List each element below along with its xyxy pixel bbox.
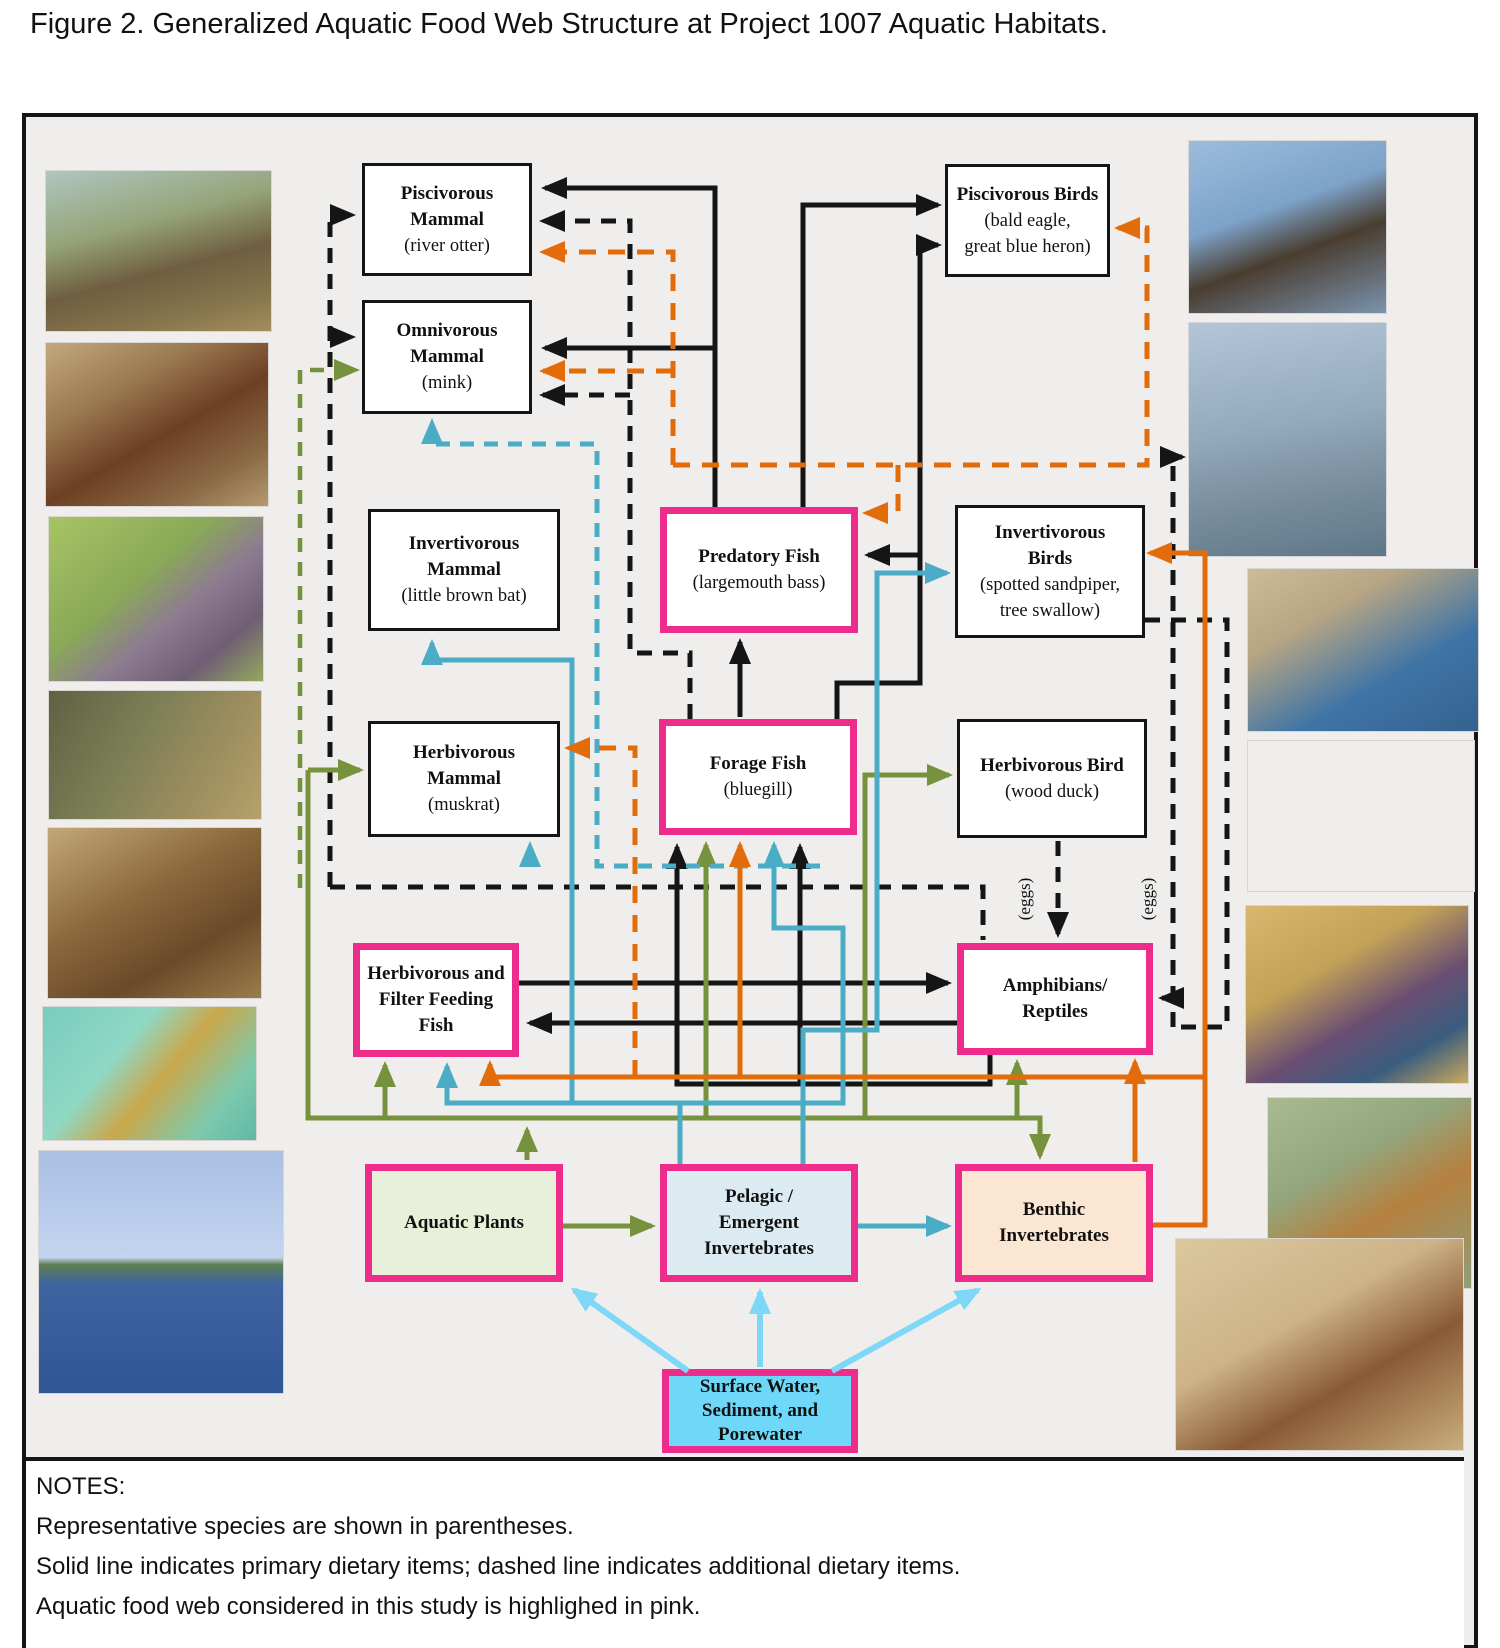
- photo-bluegill-school: [42, 1006, 257, 1141]
- photo-muskrat: [47, 827, 262, 999]
- node-label: Invertebrates: [999, 1225, 1109, 1246]
- node-herbivorous-mammal: Herbivorous Mammal (muskrat): [368, 721, 560, 837]
- node-label: Porewater: [717, 1424, 803, 1445]
- node-amphibians-reptiles: Amphibians/ Reptiles: [957, 943, 1153, 1055]
- photo-mink: [45, 342, 269, 507]
- node-omnivorous-mammal: Omnivorous Mammal (mink): [362, 300, 532, 414]
- node-label: Herbivorous and: [367, 963, 505, 984]
- node-benthic-invertebrates: Benthic Invertebrates: [955, 1164, 1153, 1282]
- node-label: Surface Water,: [699, 1376, 821, 1397]
- node-surface-water-sediment-porewater: Surface Water, Sediment, and Porewater: [662, 1369, 858, 1453]
- node-forage-fish: Forage Fish (bluegill): [659, 719, 857, 835]
- node-label: Reptiles: [1022, 1001, 1088, 1022]
- node-invertivorous-birds: Invertivorous Birds (spotted sandpiper, …: [955, 505, 1145, 638]
- node-label: Piscivorous: [400, 182, 494, 204]
- node-label: Emergent: [718, 1212, 800, 1233]
- node-species: great blue heron): [964, 236, 1091, 257]
- photo-largemouth-bass: [48, 690, 262, 820]
- node-label: Birds: [1027, 547, 1073, 569]
- node-label: Amphibians/: [1002, 975, 1108, 996]
- node-species: (bald eagle,: [984, 210, 1071, 231]
- node-species: (muskrat): [428, 795, 500, 815]
- photo-lake-habitat: [38, 1150, 284, 1394]
- node-species: (spotted sandpiper,: [979, 574, 1121, 595]
- node-label: Invertebrates: [704, 1238, 814, 1259]
- node-species: (largemouth bass): [692, 573, 826, 593]
- node-label: Mammal: [427, 768, 501, 789]
- node-label: Fish: [418, 1015, 454, 1036]
- node-piscivorous-mammal: Piscivorous Mammal (river otter): [362, 163, 532, 276]
- photo-wood-duck: [1245, 905, 1469, 1084]
- node-label: Herbivorous: [412, 742, 516, 763]
- node-pelagic-emergent-invertebrates: Pelagic / Emergent Invertebrates: [660, 1164, 858, 1282]
- node-species: (river otter): [404, 235, 490, 256]
- photo-tree-swallow: [1247, 740, 1475, 892]
- notes-panel: NOTES: Representative species are shown …: [26, 1457, 1464, 1648]
- figure-title: Figure 2. Generalized Aquatic Food Web S…: [30, 8, 1108, 40]
- photo-crayfish: [1175, 1238, 1464, 1451]
- node-herbivorous-bird: Herbivorous Bird (wood duck): [957, 719, 1147, 838]
- photo-great-blue-heron: [1188, 322, 1387, 557]
- eggs-annotation: (eggs): [1138, 877, 1157, 921]
- photo-spotted-sandpiper: [1247, 568, 1479, 732]
- node-label: Invertivorous: [408, 533, 520, 554]
- node-label: Mammal: [427, 559, 501, 580]
- node-label: Filter Feeding: [378, 989, 494, 1010]
- node-label: Sediment, and: [701, 1400, 819, 1421]
- node-label: Herbivorous Bird: [980, 754, 1124, 776]
- eggs-annotation: (eggs): [1015, 877, 1034, 921]
- node-herbivorous-filter-feeding-fish: Herbivorous and Filter Feeding Fish: [353, 943, 519, 1057]
- node-piscivorous-birds: Piscivorous Birds (bald eagle, great blu…: [945, 164, 1110, 277]
- node-label: Mammal: [410, 346, 484, 367]
- node-species: (bluegill): [723, 780, 793, 800]
- node-label: Mammal: [410, 208, 484, 230]
- node-species: (little brown bat): [401, 586, 527, 606]
- node-label: Aquatic Plants: [404, 1212, 524, 1233]
- notes-heading: NOTES:: [36, 1473, 126, 1500]
- node-label: Benthic: [1022, 1199, 1086, 1220]
- node-label: Invertivorous: [994, 521, 1106, 543]
- note-representative-species: Representative species are shown in pare…: [36, 1513, 574, 1540]
- node-invertivorous-mammal: Invertivorous Mammal (little brown bat): [368, 509, 560, 631]
- node-species: tree swallow): [999, 600, 1101, 621]
- node-aquatic-plants: Aquatic Plants: [365, 1164, 563, 1282]
- node-label: Piscivorous Birds: [956, 183, 1099, 205]
- photo-bald-eagle: [1188, 140, 1387, 314]
- photo-river-otter: [45, 170, 272, 332]
- node-label: Forage Fish: [709, 753, 807, 774]
- note-pink-highlight: Aquatic food web considered in this stud…: [36, 1593, 701, 1620]
- node-label: Omnivorous: [396, 320, 498, 341]
- node-label: Predatory Fish: [698, 546, 820, 567]
- photo-little-brown-bat: [48, 516, 264, 682]
- node-predatory-fish: Predatory Fish (largemouth bass): [660, 507, 858, 633]
- node-species: (wood duck): [1004, 781, 1100, 802]
- node-label: Pelagic /: [724, 1186, 794, 1207]
- node-species: (mink): [421, 373, 473, 393]
- note-line-meaning: Solid line indicates primary dietary ite…: [36, 1553, 961, 1580]
